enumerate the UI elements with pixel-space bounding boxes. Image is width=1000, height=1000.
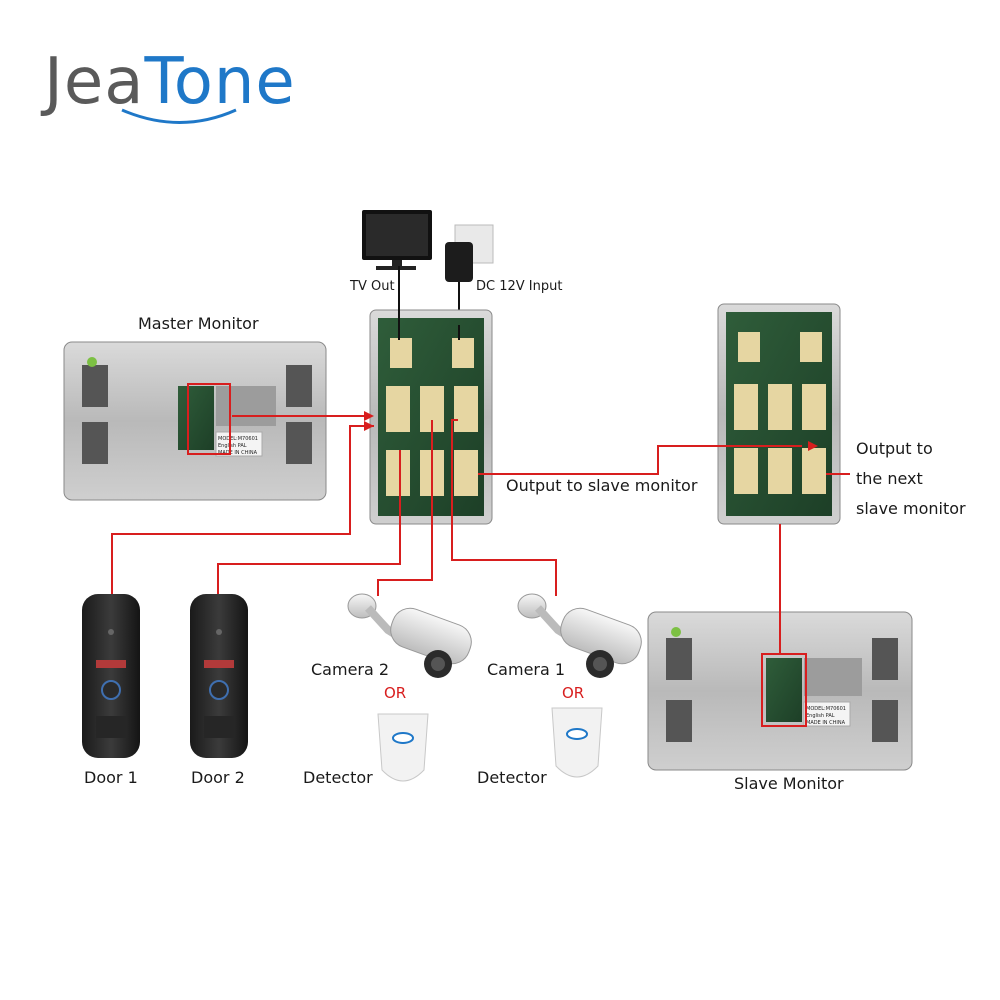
slave-monitor: MODEL:M70601 English PAL MADE IN CHINA	[647, 611, 913, 771]
door-station-2	[190, 594, 248, 758]
label-detector-2: Detector	[477, 768, 547, 787]
label-output-next: Output to the next slave monitor	[856, 434, 966, 524]
label-or-2: OR	[562, 684, 585, 702]
master-label-line3: MADE IN CHINA	[218, 450, 258, 456]
slave-label-line2: English PAL	[806, 713, 835, 719]
master-label-line2: English PAL	[218, 443, 247, 449]
label-tv-out: TV Out	[350, 279, 395, 294]
power-adapter-icon	[445, 224, 494, 325]
slave-label-line1: MODEL:M70601	[806, 706, 846, 712]
terminal-board-slave	[717, 303, 841, 525]
label-camera-2: Camera 2	[311, 660, 390, 679]
brand-logo-part2: Tone	[144, 45, 296, 119]
tv-icon	[362, 210, 432, 270]
label-slave-monitor: Slave Monitor	[734, 774, 844, 793]
detector-1-icon	[377, 713, 429, 782]
door-station-1	[82, 594, 140, 758]
label-detector-1: Detector	[303, 768, 373, 787]
label-output-slave: Output to slave monitor	[506, 476, 698, 495]
camera-2-icon	[347, 593, 472, 678]
master-monitor: MODEL:M70601 English PAL MADE IN CHINA	[63, 341, 327, 501]
label-dc-input: DC 12V Input	[476, 279, 563, 294]
label-camera-1: Camera 1	[487, 660, 566, 679]
brand-logo: JeaTone	[44, 50, 296, 114]
label-or-1: OR	[384, 684, 407, 702]
label-output-next-line2: the next	[856, 469, 923, 488]
master-label-line1: MODEL:M70601	[218, 436, 258, 442]
label-output-next-line3: slave monitor	[856, 499, 966, 518]
label-master-monitor: Master Monitor	[138, 314, 259, 333]
brand-swoosh	[121, 108, 237, 124]
label-output-next-line1: Output to	[856, 439, 933, 458]
detector-2-icon	[551, 707, 603, 778]
wires	[111, 266, 850, 654]
label-door-2: Door 2	[191, 768, 245, 787]
brand-logo-part1: Jea	[44, 45, 145, 119]
slave-label-line3: MADE IN CHINA	[806, 720, 846, 726]
camera-1-icon	[517, 593, 642, 678]
label-door-1: Door 1	[84, 768, 138, 787]
